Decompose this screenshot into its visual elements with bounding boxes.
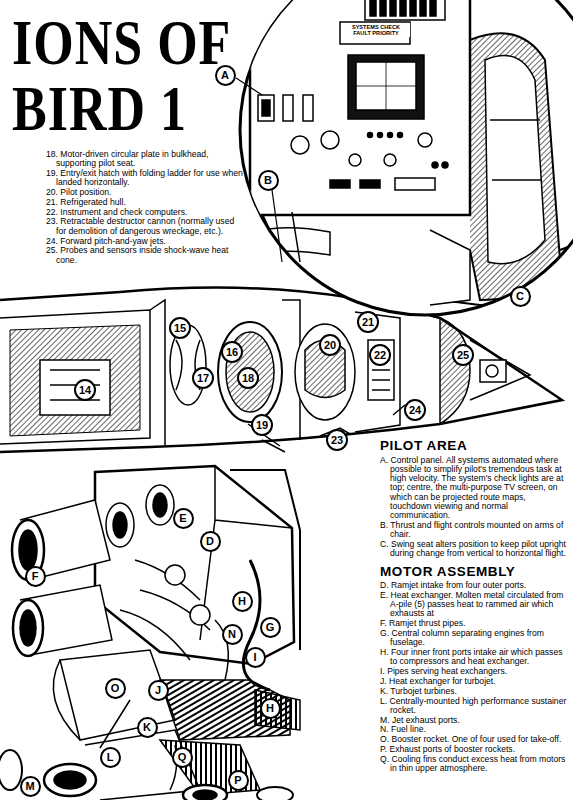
callout-circle: 20: [319, 334, 341, 356]
callout-circle: 19: [251, 414, 273, 436]
callout-number: 24: [409, 405, 421, 416]
callout-number: 23: [331, 435, 343, 446]
callout-circle: 16: [221, 341, 243, 363]
key-column: PILOT AREA A. Control panel. All systems …: [380, 438, 568, 774]
callout-number: L: [107, 752, 114, 763]
key-entry: M. Jet exhaust ports.: [380, 716, 568, 725]
key-entry: 21. Refrigerated hull.: [46, 198, 246, 207]
callout-number: J: [155, 685, 161, 696]
callout-circle: C: [510, 286, 531, 307]
callout-circle: 24: [404, 399, 426, 421]
key-entry: 24. Forward pitch-and-yaw jets.: [46, 237, 246, 246]
key-entry: N. Fuel line.: [380, 725, 568, 734]
callout-circle: A: [215, 65, 236, 86]
callout-circle: 25: [452, 344, 474, 366]
callout-circle: Q: [172, 747, 193, 768]
callout-circle: K: [137, 717, 158, 738]
fuselage-cutaway: [0, 288, 562, 452]
callout-number: 17: [197, 373, 209, 384]
key-entry: 23. Retractable destructor cannon (norma…: [46, 217, 246, 236]
callout-number: 15: [174, 323, 186, 334]
key-entry: 19. Entry/exit hatch with folding ladder…: [46, 169, 246, 188]
callout-circle: I: [245, 647, 266, 668]
key-entry: P. Exhaust ports of booster rockets.: [380, 745, 568, 754]
callout-number: H: [238, 596, 246, 607]
key-entry: L. Centrally-mounted high performance su…: [380, 697, 568, 716]
callout-circle: B: [258, 170, 279, 191]
section-heading: MOTOR ASSEMBLY: [380, 564, 568, 580]
callout-number: 18: [242, 373, 254, 384]
callout-circle: 17: [192, 367, 214, 389]
callout-circle: M: [20, 776, 41, 797]
key-entry: Q. Cooling fins conduct excess heat from…: [380, 755, 568, 774]
callout-number: D: [206, 536, 214, 547]
callout-circle: E: [173, 508, 194, 529]
key-entry: B. Thrust and flight controls mounted on…: [380, 521, 568, 540]
panel-plate: SYSTEMS CHECK FAULT PRIORITY: [342, 23, 410, 37]
callout-number: 21: [362, 317, 374, 328]
key-entry: C. Swing seat alters position to keep pi…: [380, 540, 568, 559]
parts-list: 18. Motor-driven circular plate in bulkh…: [46, 150, 246, 265]
cockpit-inset: [236, 0, 573, 323]
key-entry: D. Ramjet intake from four outer ports.: [380, 581, 568, 590]
callout-number: 22: [374, 350, 386, 361]
callout-number: G: [266, 622, 275, 633]
page-title: IONS OF BIRD 1: [12, 10, 244, 142]
callout-number: K: [143, 722, 151, 733]
callout-number: 20: [324, 340, 336, 351]
callout-number: 16: [226, 347, 238, 358]
key-entry: 20. Pilot position.: [46, 188, 246, 197]
callout-number: Q: [178, 752, 187, 763]
callout-circle: N: [222, 624, 243, 645]
callout-circle: 15: [169, 317, 191, 339]
callout-circle: 23: [326, 429, 348, 451]
key-entry: E. Heat exchanger. Molten metal circulat…: [380, 591, 568, 619]
callout-circle: 14: [74, 379, 96, 401]
motor-assembly: [0, 466, 300, 800]
callout-number: 14: [79, 385, 91, 396]
callout-circle: J: [148, 680, 169, 701]
callout-number: E: [179, 513, 186, 524]
key-entry: 18. Motor-driven circular plate in bulkh…: [46, 150, 246, 169]
callout-circle: O: [105, 678, 126, 699]
key-entry: G. Central column separating engines fro…: [380, 629, 568, 648]
callout-circle: D: [200, 531, 221, 552]
callout-circle: 21: [357, 311, 379, 333]
callout-number: P: [234, 775, 241, 786]
callout-number: 25: [457, 350, 469, 361]
key-entry: O. Booster rocket. One of four used for …: [380, 735, 568, 744]
key-entry: 25. Probes and sensors inside shock-wave…: [46, 246, 246, 265]
callout-circle: F: [25, 566, 46, 587]
key-entry: J. Heat exchanger for turbojet.: [380, 677, 568, 686]
callout-circle: G: [260, 617, 281, 638]
callout-number: N: [228, 629, 236, 640]
callout-number: C: [516, 291, 524, 302]
callout-circle: 22: [369, 344, 391, 366]
callout-number: I: [253, 652, 256, 663]
callout-number: F: [32, 571, 39, 582]
callout-number: A: [221, 70, 229, 81]
key-entry: F. Ramjet thrust pipes.: [380, 619, 568, 628]
callout-circle: H: [260, 698, 281, 719]
key-entry: K. Turbojet turbines.: [380, 687, 568, 696]
section-heading: PILOT AREA: [380, 438, 568, 454]
callout-number: 19: [256, 420, 268, 431]
callout-number: M: [25, 781, 34, 792]
callout-number: O: [111, 683, 120, 694]
callout-circle: 18: [237, 367, 259, 389]
key-entry: A. Control panel. All systems automated …: [380, 456, 568, 521]
callout-circle: P: [228, 770, 249, 791]
key-entry: 22. Instrument and check computers.: [46, 208, 246, 217]
key-entry: H. Four inner front ports intake air whi…: [380, 648, 568, 667]
callout-number: H: [266, 703, 274, 714]
callout-number: B: [264, 175, 272, 186]
callout-circle: L: [100, 747, 121, 768]
callout-circle: H: [232, 591, 253, 612]
key-entry: I. Pipes serving heat exchangers.: [380, 667, 568, 676]
